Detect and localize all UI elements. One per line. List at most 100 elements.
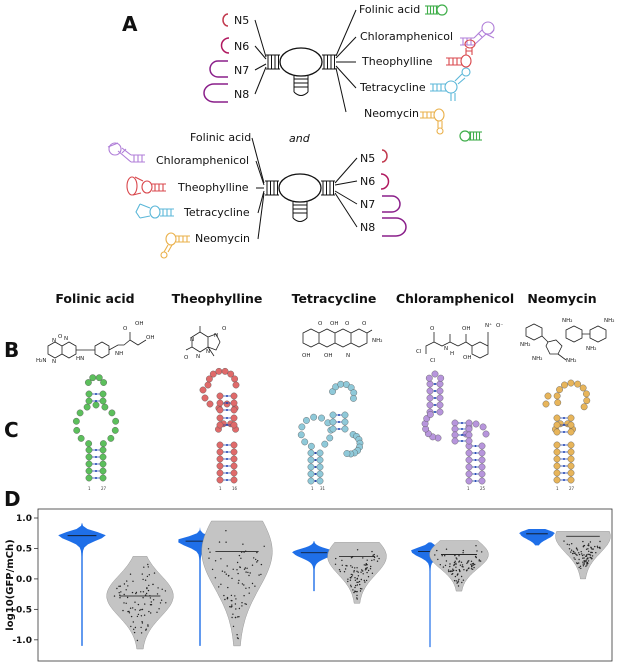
data-point bbox=[253, 557, 255, 559]
nucleotide bbox=[465, 437, 473, 445]
chem-label: OH bbox=[463, 355, 471, 361]
nucleotide bbox=[567, 448, 575, 456]
aptamer-icons-bottom-left bbox=[107, 130, 483, 259]
base-pair-dot bbox=[461, 434, 463, 436]
data-point bbox=[374, 556, 376, 559]
data-point bbox=[356, 597, 358, 599]
chem-label: OH bbox=[330, 321, 338, 327]
data-point bbox=[221, 570, 224, 572]
top-right-label: Tetracycline bbox=[359, 81, 426, 94]
data-point bbox=[127, 585, 129, 587]
data-point bbox=[590, 546, 592, 548]
data-point bbox=[445, 560, 448, 562]
data-point bbox=[475, 545, 477, 547]
data-point bbox=[474, 563, 476, 566]
data-point bbox=[351, 574, 354, 576]
base-pair-dot bbox=[95, 463, 97, 465]
data-point bbox=[367, 569, 370, 572]
data-point bbox=[230, 594, 233, 597]
nucleotide bbox=[561, 381, 568, 389]
nucleotide bbox=[341, 418, 349, 426]
nucleotide bbox=[230, 392, 238, 400]
nucleotide bbox=[567, 462, 575, 470]
labels-bottom-right: N5 N6 N7 N8 bbox=[360, 152, 375, 234]
data-point bbox=[235, 608, 237, 610]
data-point bbox=[599, 546, 601, 548]
data-point bbox=[353, 570, 355, 572]
data-point bbox=[582, 545, 585, 547]
data-point bbox=[366, 559, 368, 561]
loop-n5-icon bbox=[381, 149, 388, 163]
chloramphenicol-aptamer-icon bbox=[460, 21, 495, 46]
violin-blue bbox=[519, 529, 555, 546]
data-point bbox=[359, 583, 361, 586]
chem-label: O bbox=[58, 334, 63, 340]
nucleotide bbox=[216, 448, 224, 456]
data-point bbox=[576, 549, 579, 551]
loop-n6-icon bbox=[380, 173, 390, 190]
data-point bbox=[594, 545, 596, 548]
nucleotide bbox=[341, 411, 349, 419]
base-pair-dot bbox=[434, 383, 436, 385]
data-point bbox=[152, 599, 155, 601]
chloramphenicol-aptamer-icon bbox=[107, 142, 145, 163]
data-point bbox=[234, 603, 237, 605]
base-pair-dot bbox=[95, 477, 97, 479]
chem-label: NH₂ bbox=[562, 318, 572, 324]
data-point bbox=[460, 561, 463, 563]
data-point bbox=[470, 560, 473, 562]
data-point bbox=[365, 563, 367, 565]
data-point bbox=[251, 564, 254, 566]
data-point bbox=[481, 551, 483, 553]
data-point bbox=[451, 570, 453, 573]
data-point bbox=[347, 580, 349, 583]
data-point bbox=[359, 587, 362, 590]
nucleotide bbox=[85, 453, 93, 461]
nucleotide bbox=[329, 411, 337, 419]
data-point bbox=[583, 557, 585, 559]
nucleotide bbox=[451, 425, 459, 433]
data-point bbox=[244, 567, 247, 569]
data-point bbox=[356, 594, 358, 597]
data-point bbox=[441, 555, 443, 557]
chem-label: O bbox=[430, 326, 435, 332]
nucleotide bbox=[567, 428, 575, 436]
folinic-aptamer-icon bbox=[424, 4, 448, 16]
data-point bbox=[350, 565, 352, 567]
data-point bbox=[586, 564, 588, 566]
data-point bbox=[116, 587, 118, 590]
data-point bbox=[134, 609, 136, 611]
data-point bbox=[586, 557, 588, 560]
nucleotide bbox=[230, 414, 238, 422]
top-right-label: Neomycin bbox=[364, 107, 419, 120]
chem-neomycin: NH₂ NH₂ NH₂ NH₂ NH₂ NH₂ bbox=[520, 318, 614, 364]
nucleotide bbox=[101, 403, 109, 411]
nt-number: 25 bbox=[480, 486, 486, 491]
chem-label: NH bbox=[115, 351, 123, 357]
data-point bbox=[139, 609, 141, 611]
loop-icons-bottom-right bbox=[380, 149, 407, 237]
column-headers: Folinic acid Theophylline Tetracycline C… bbox=[55, 291, 596, 306]
nucleotide bbox=[230, 448, 238, 456]
nucleotide bbox=[209, 370, 217, 378]
data-point bbox=[238, 607, 241, 610]
y-ticks: 1.00.50.0-0.5-1.0 bbox=[12, 514, 38, 646]
data-point bbox=[591, 555, 594, 557]
data-point bbox=[457, 585, 460, 587]
data-point bbox=[118, 592, 120, 594]
theophylline-aptamer-icon bbox=[126, 176, 166, 196]
data-point bbox=[458, 555, 460, 557]
column-header: Chloramphenicol bbox=[396, 291, 514, 306]
data-point bbox=[462, 549, 464, 552]
nucleotide bbox=[307, 463, 315, 471]
data-point bbox=[453, 564, 455, 567]
nucleotide bbox=[451, 437, 459, 445]
data-point bbox=[338, 569, 341, 571]
base-pair-dot bbox=[461, 440, 463, 442]
chem-tetracycline: OH O OH O O NH₂ OH N bbox=[302, 321, 382, 359]
data-point bbox=[232, 613, 234, 615]
data-point bbox=[237, 572, 239, 575]
data-point bbox=[126, 596, 129, 599]
panel-a-top: N5 N6 N7 N8 Folinic acid Chloramphenicol… bbox=[203, 3, 495, 135]
data-point bbox=[472, 568, 474, 570]
